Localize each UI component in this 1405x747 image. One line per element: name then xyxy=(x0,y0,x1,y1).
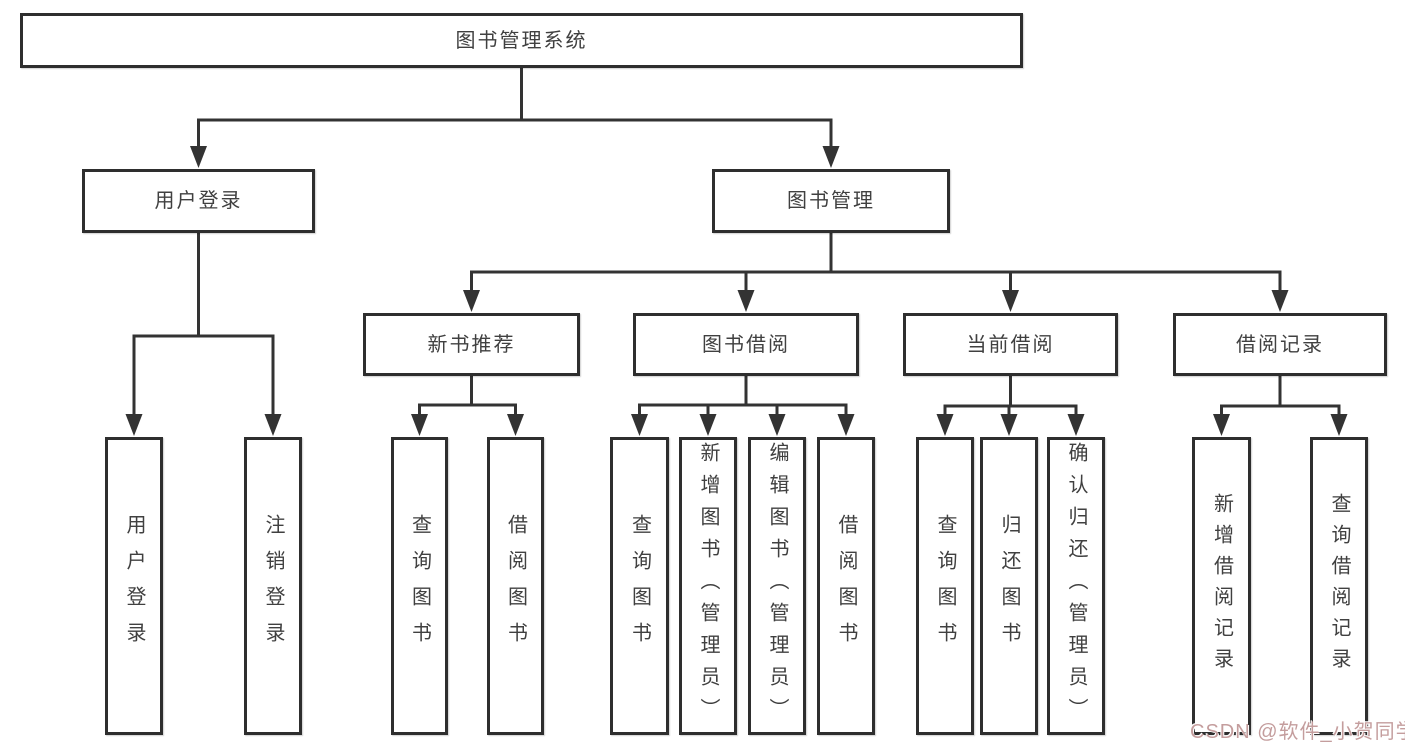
arrowhead-icon xyxy=(1000,414,1018,436)
node-label: 借阅图书 xyxy=(835,514,857,658)
arrowhead-icon xyxy=(1271,290,1289,312)
node-label: 图书借阅 xyxy=(702,333,790,356)
node-label: 查询图书 xyxy=(408,514,431,658)
node-label: 新书推荐 xyxy=(427,333,516,356)
node-current-borrow: 当前借阅 xyxy=(903,313,1118,376)
arrowhead-icon xyxy=(125,414,143,436)
arrowhead-icon xyxy=(737,290,755,312)
node-label: 用户登录 xyxy=(123,514,145,658)
arrowhead-icon xyxy=(631,414,648,436)
arrowhead-icon xyxy=(768,414,786,436)
csdn-watermark: CSDN @软件_小贺同学 xyxy=(1190,721,1405,743)
node-nbr-query: 查询图书 xyxy=(391,437,448,735)
node-root: 图书管理系统 xyxy=(20,13,1023,68)
arrowhead-icon xyxy=(264,414,282,436)
node-label: 当前借阅 xyxy=(966,333,1055,356)
node-label: 查询图书 xyxy=(628,514,651,658)
node-new-book-rec: 新书推荐 xyxy=(363,313,580,376)
node-label: 图书管理 xyxy=(787,190,875,212)
arrowhead-icon xyxy=(190,146,207,168)
node-bb-add: 新增图书（管理员） xyxy=(679,437,737,735)
node-label: 新增图书（管理员） xyxy=(697,442,719,730)
node-label: 注销登录 xyxy=(262,514,284,658)
node-label: 编辑图书（管理员） xyxy=(766,442,788,730)
node-label: 图书管理系统 xyxy=(455,29,588,52)
node-br-query: 查询借阅记录 xyxy=(1310,437,1368,735)
node-label: 确认归还（管理员） xyxy=(1065,442,1087,730)
arrowhead-icon xyxy=(699,414,717,436)
node-nbr-borrow: 借阅图书 xyxy=(487,437,544,735)
node-user-login: 用户登录 xyxy=(82,169,315,233)
node-br-add: 新增借阅记录 xyxy=(1192,437,1251,735)
node-label: 用户登录 xyxy=(154,190,243,212)
node-label: 归还图书 xyxy=(998,514,1020,658)
node-cb-confirm: 确认归还（管理员） xyxy=(1047,437,1105,735)
node-label: 借阅记录 xyxy=(1236,333,1324,356)
arrowhead-icon xyxy=(463,290,480,312)
arrowhead-icon xyxy=(1002,290,1019,312)
arrowhead-icon xyxy=(507,414,524,436)
node-book-borrow: 图书借阅 xyxy=(633,313,859,376)
node-book-mgmt: 图书管理 xyxy=(712,169,950,233)
node-cb-return: 归还图书 xyxy=(980,437,1038,735)
arrowhead-icon xyxy=(1213,414,1230,436)
node-label: 借阅图书 xyxy=(504,514,527,658)
arrowhead-icon xyxy=(1330,414,1348,436)
node-bb-query: 查询图书 xyxy=(610,437,669,735)
node-cb-query: 查询图书 xyxy=(916,437,974,735)
arrowhead-icon xyxy=(1067,414,1085,436)
node-borrow-records: 借阅记录 xyxy=(1173,313,1387,376)
arrowhead-icon xyxy=(411,414,428,436)
arrowhead-icon xyxy=(822,146,840,168)
node-leaf-logout: 注销登录 xyxy=(244,437,302,735)
arrowhead-icon xyxy=(936,414,954,436)
node-bb-borrow: 借阅图书 xyxy=(817,437,875,735)
node-label: 查询图书 xyxy=(934,514,956,658)
node-label: 查询借阅记录 xyxy=(1328,493,1350,679)
arrowhead-icon xyxy=(837,414,855,436)
node-leaf-user-login: 用户登录 xyxy=(105,437,163,735)
node-bb-edit: 编辑图书（管理员） xyxy=(748,437,806,735)
node-label: 新增借阅记录 xyxy=(1210,493,1233,679)
